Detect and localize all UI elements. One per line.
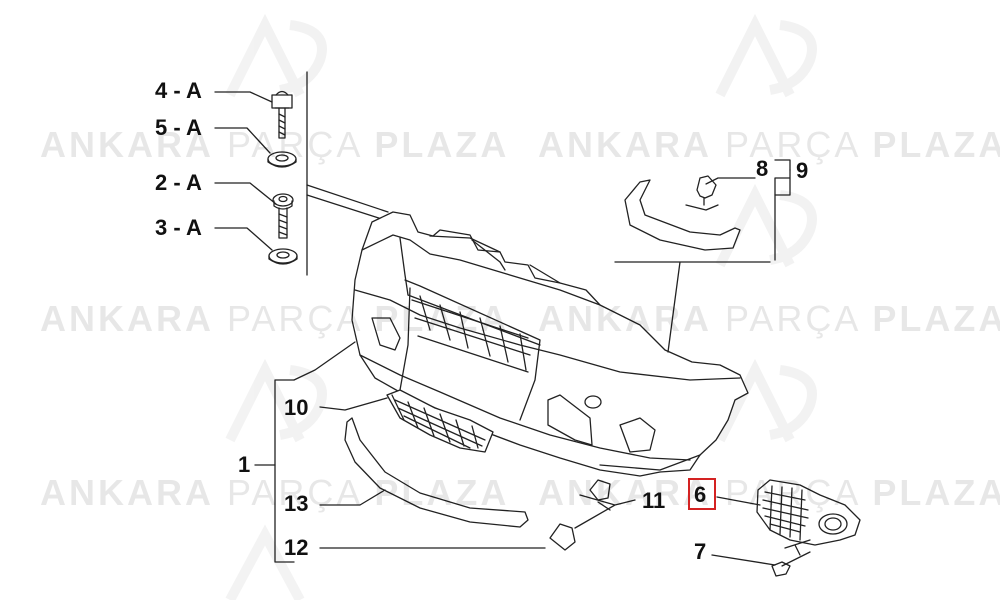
leader-6	[716, 496, 761, 506]
bolt-4a	[271, 90, 293, 139]
leader-1-bumper	[293, 341, 356, 381]
watermark-logo	[225, 358, 327, 443]
watermark-text: ANKARA PARÇA PLAZA	[40, 298, 510, 339]
leader-7	[711, 554, 776, 566]
bolt-7	[771, 551, 811, 577]
callout-2a: 2 - A	[155, 170, 202, 195]
watermark-text: ANKARA PARÇA PLAZA	[538, 124, 1000, 165]
callout-8: 8	[756, 156, 769, 181]
callout-5a: 5 - A	[155, 115, 202, 140]
washer-5a	[267, 151, 297, 168]
leader-8	[705, 177, 756, 185]
watermark-logos	[225, 13, 817, 600]
callout-12: 12	[284, 535, 309, 560]
watermark-text: ANKARA PARÇA PLAZA	[538, 472, 1000, 513]
leader-11-b	[597, 501, 611, 511]
watermark-logo	[715, 13, 817, 98]
watermark-text: ANKARA PARÇA PLAZA	[40, 124, 510, 165]
trim-strip	[624, 179, 741, 251]
cap-part	[549, 523, 576, 551]
bracket-part	[589, 479, 611, 501]
leader-clip	[685, 204, 719, 211]
callout-6-highlight	[688, 478, 716, 510]
bolt-2a	[272, 193, 294, 239]
leader-1-bracket	[274, 379, 295, 563]
spoiler-strip	[344, 417, 529, 528]
fastener-leader	[306, 184, 389, 221]
callout-9: 9	[796, 158, 809, 183]
leader-10	[319, 397, 388, 411]
clip	[696, 175, 717, 199]
watermark-logo	[225, 524, 305, 600]
callout-10: 10	[284, 395, 309, 420]
leader-fog	[784, 539, 811, 556]
watermark-text: ANKARA PARÇA PLAZA	[40, 472, 510, 513]
callout-11: 11	[642, 488, 666, 513]
lower-mesh-grille	[386, 389, 494, 453]
bumper-assembly	[351, 211, 749, 477]
leader-5a	[214, 127, 271, 154]
leader-2a	[214, 182, 277, 205]
leader-13	[319, 489, 386, 506]
callout-1: 1	[238, 452, 251, 477]
callout-13: 13	[284, 491, 309, 516]
leader-trim	[614, 261, 771, 353]
callout-7: 7	[694, 539, 707, 564]
leader-3a	[214, 227, 273, 251]
watermark-logo	[225, 13, 327, 98]
leader-9-bracket	[774, 159, 791, 196]
watermark-text: ANKARA PARÇA PLAZA	[538, 298, 1000, 339]
washer-3a	[268, 248, 298, 265]
fog-lamp-grille	[756, 479, 861, 546]
watermark-logo	[715, 358, 817, 443]
leader-4a	[214, 91, 273, 103]
callout-6: 6	[694, 482, 707, 507]
callout-4a: 4 - A	[155, 78, 202, 103]
callout-3a: 3 - A	[155, 215, 202, 240]
